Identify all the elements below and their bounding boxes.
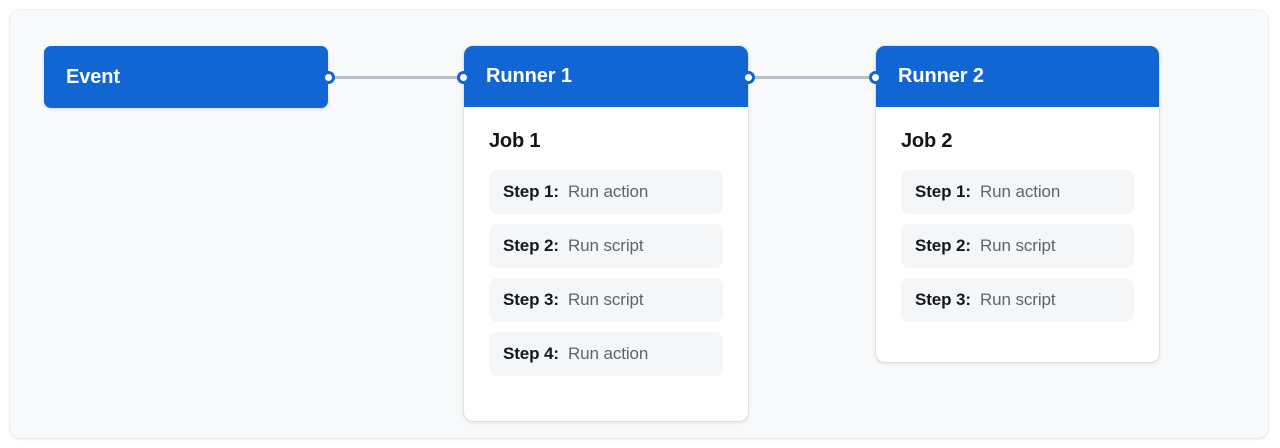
event-node-label: Event (66, 65, 120, 88)
handle-runner1-output[interactable] (742, 70, 755, 84)
step-row[interactable]: Step 4: Run action (489, 332, 723, 376)
event-node[interactable]: Event (44, 46, 328, 108)
runner-2-body: Job 2 Step 1: Run action Step 2: Run scr… (876, 130, 1159, 322)
step-value: Run script (567, 290, 644, 309)
step-row[interactable]: Step 1: Run action (901, 170, 1134, 214)
step-row[interactable]: Step 3: Run script (901, 278, 1134, 322)
runner-1-title: Runner 1 (486, 65, 572, 87)
handle-event-output[interactable] (322, 70, 335, 84)
runner-2-title: Runner 2 (898, 65, 984, 87)
job-1-title: Job 1 (489, 130, 541, 152)
step-label: Step 2: (915, 236, 971, 255)
step-label: Step 4: (503, 344, 559, 363)
workflow-canvas[interactable]: Event Runner 1 Job 1 Step 1: Run action … (10, 10, 1268, 438)
step-value: Run script (567, 236, 644, 255)
job-2-title: Job 2 (901, 130, 953, 152)
handle-runner2-input[interactable] (869, 70, 882, 84)
handle-runner1-input[interactable] (457, 70, 470, 84)
step-label: Step 2: (503, 236, 559, 255)
step-row[interactable]: Step 1: Run action (489, 170, 723, 214)
step-row[interactable]: Step 2: Run script (901, 224, 1134, 268)
step-value: Run action (567, 344, 649, 363)
job-1-step-list: Step 1: Run action Step 2: Run script St… (489, 170, 723, 376)
runner-node-1[interactable]: Runner 1 Job 1 Step 1: Run action Step 2… (464, 46, 748, 421)
step-label: Step 3: (915, 290, 971, 309)
edge-runner1-to-runner2[interactable] (740, 75, 880, 79)
runner-node-2[interactable]: Runner 2 Job 2 Step 1: Run action Step 2… (876, 46, 1159, 362)
step-label: Step 3: (503, 290, 559, 309)
edge-event-to-runner1[interactable] (328, 75, 468, 79)
step-label: Step 1: (915, 182, 971, 201)
runner-1-body: Job 1 Step 1: Run action Step 2: Run scr… (464, 130, 748, 376)
step-row[interactable]: Step 2: Run script (489, 224, 723, 268)
step-value: Run script (979, 290, 1056, 309)
step-label: Step 1: (503, 182, 559, 201)
runner-1-header: Runner 1 (464, 46, 748, 107)
step-value: Run script (979, 236, 1056, 255)
step-value: Run action (979, 182, 1061, 201)
step-value: Run action (567, 182, 649, 201)
runner-2-header: Runner 2 (876, 46, 1159, 107)
job-2-step-list: Step 1: Run action Step 2: Run script St… (901, 170, 1134, 322)
step-row[interactable]: Step 3: Run script (489, 278, 723, 322)
